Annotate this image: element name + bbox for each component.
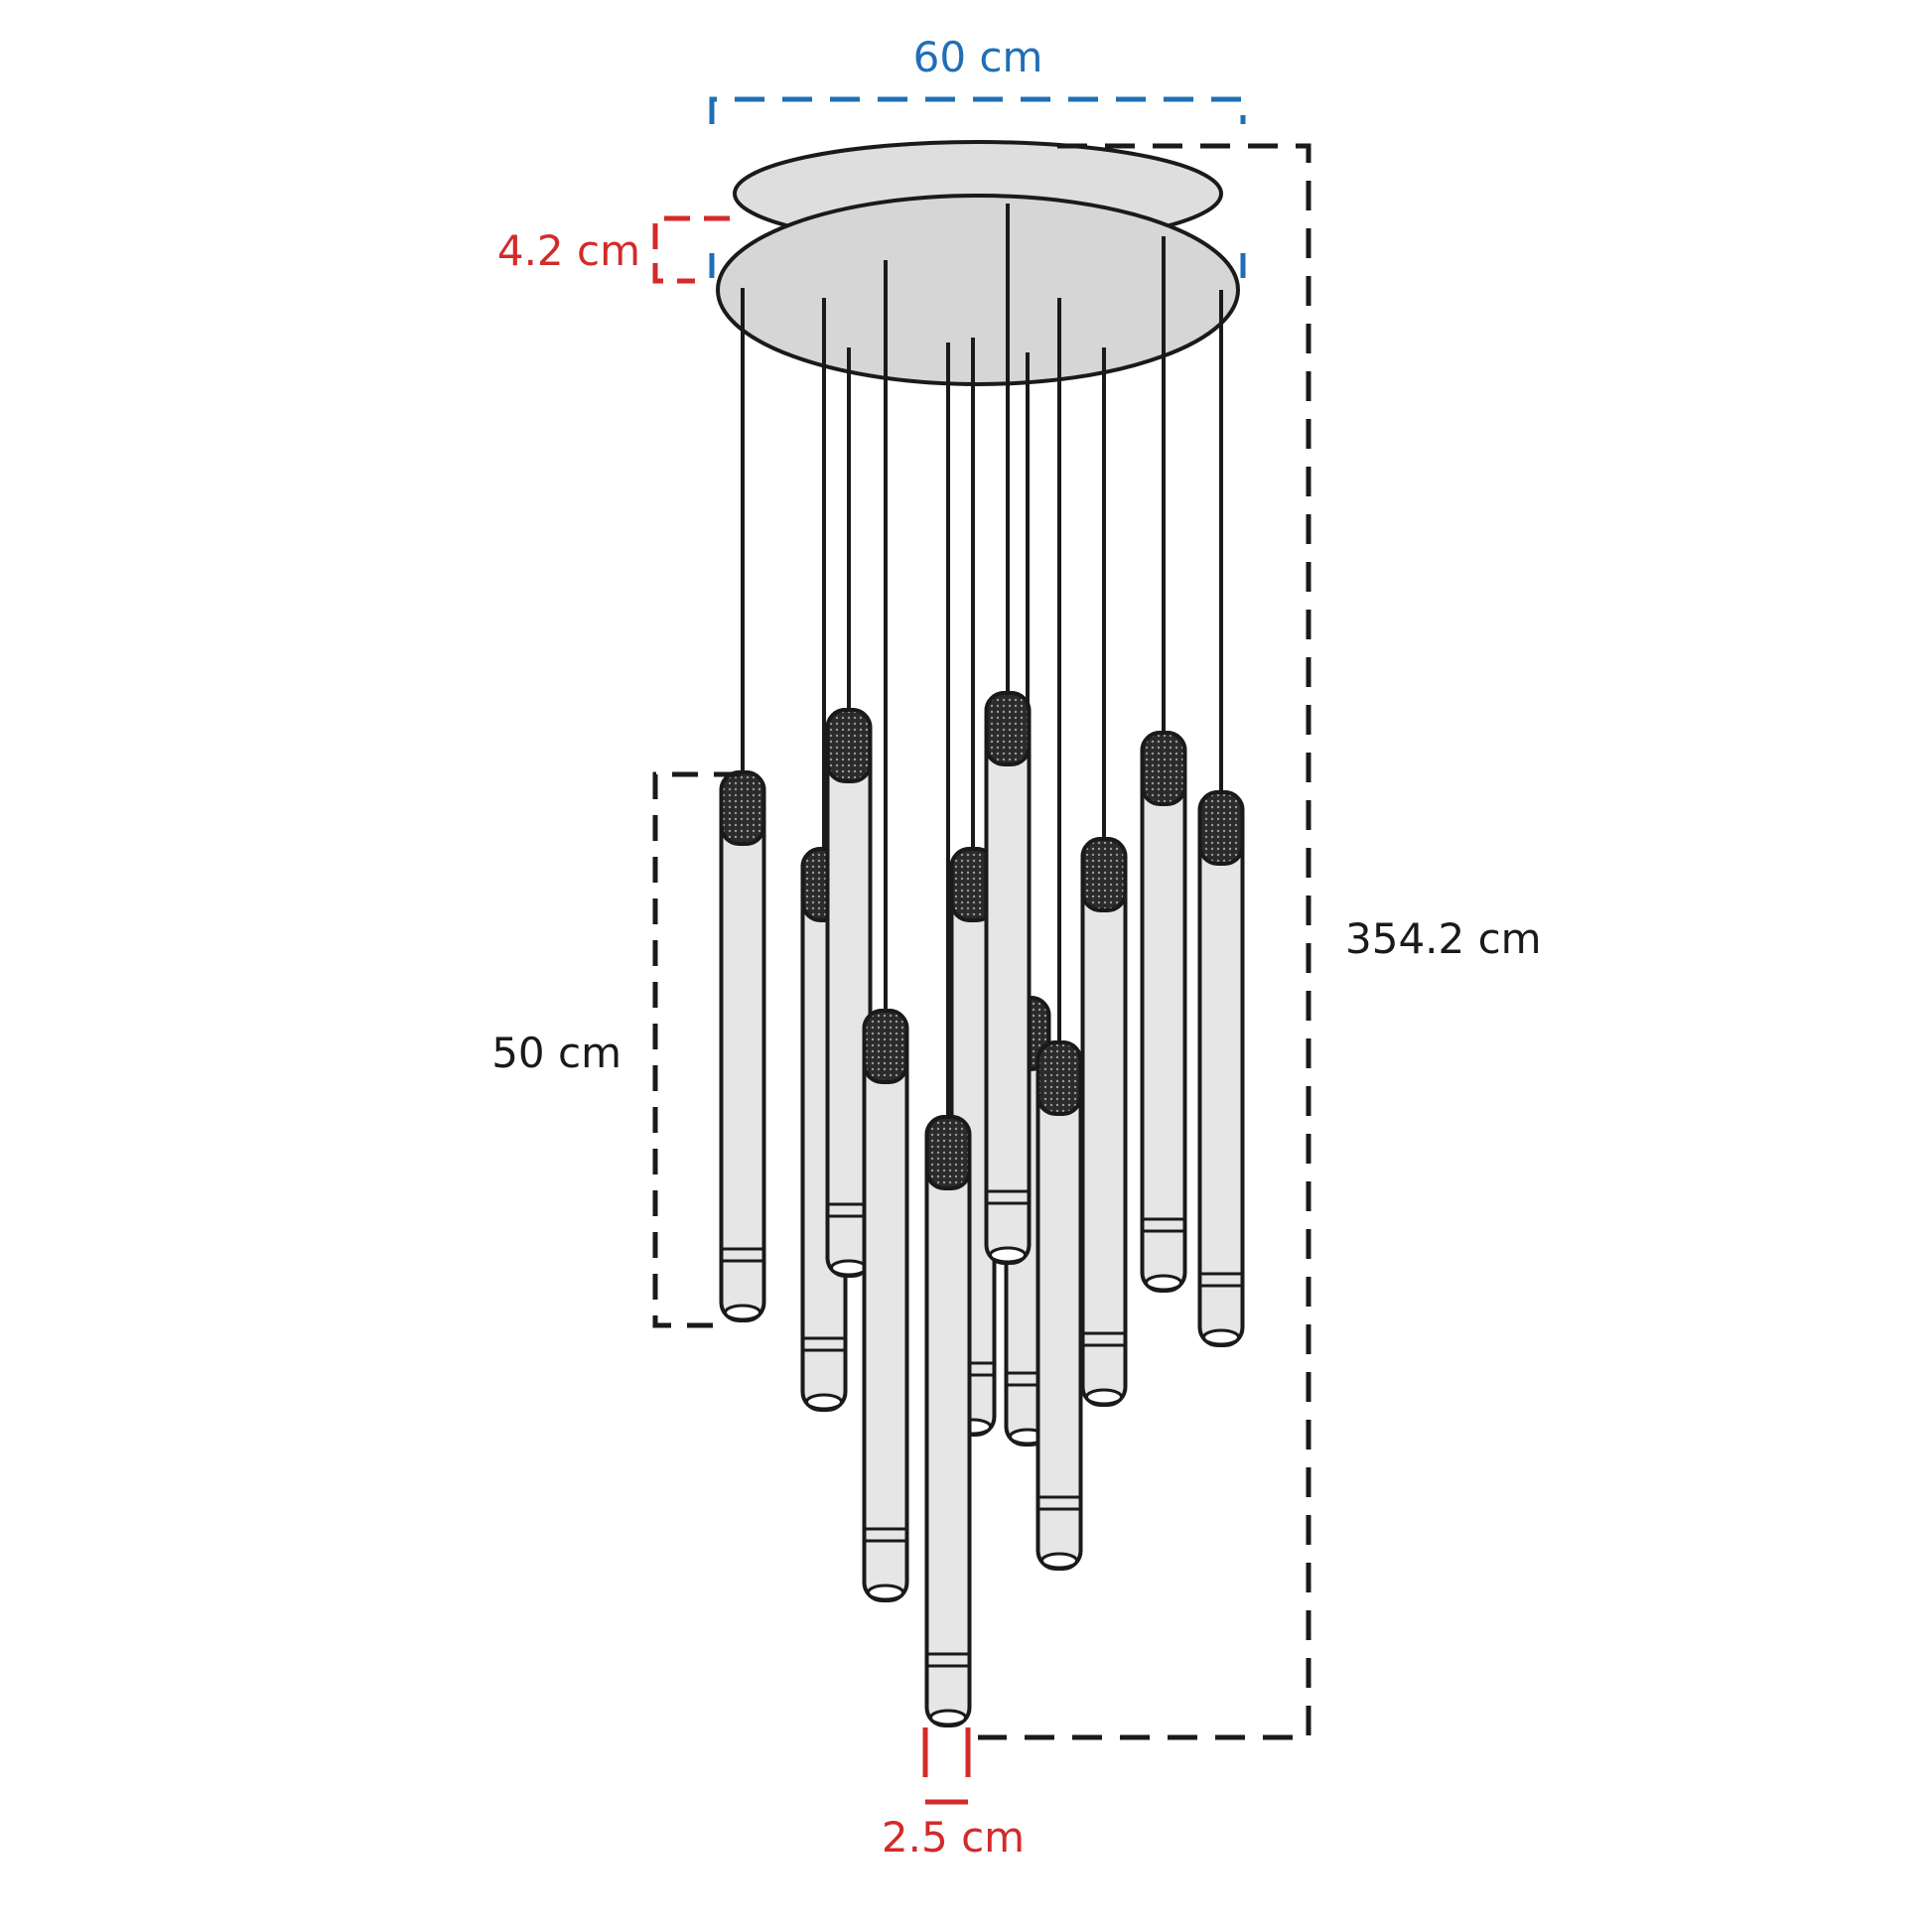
mesh-cap (862, 1009, 909, 1084)
total-height-dimension: 354.2 cm (978, 143, 1542, 1740)
tube-body (1140, 731, 1187, 1293)
pendant-tube (1080, 347, 1128, 1407)
tube-body (924, 1115, 972, 1727)
pendant-length-label: 50 cm (491, 1029, 621, 1077)
tube-lens (1040, 1552, 1078, 1570)
tube-lens (1202, 1328, 1240, 1346)
mesh-cap (1035, 1040, 1083, 1116)
mesh-cap (984, 691, 1032, 766)
tube-body (1197, 790, 1245, 1347)
mesh-cap (1080, 837, 1128, 912)
pendant-diameter-dimension: 2.5 cm (882, 1727, 1025, 1862)
tube-lens (929, 1709, 967, 1726)
pendant-tube (719, 288, 766, 1322)
tube-body (719, 770, 766, 1322)
pendant-tube (984, 204, 1032, 1265)
total-height-label: 354.2 cm (1345, 914, 1542, 963)
canopy-height-label: 4.2 cm (497, 226, 640, 275)
mesh-cap (924, 1115, 972, 1190)
tube-lens (989, 1246, 1027, 1264)
tube-body (1080, 837, 1128, 1407)
tube-lens (805, 1393, 843, 1411)
tube-body (1035, 1040, 1083, 1571)
tube-body (984, 691, 1032, 1265)
pendant-group (719, 204, 1245, 1727)
tube-lens (1145, 1274, 1182, 1292)
pendant-diameter-label: 2.5 cm (882, 1813, 1025, 1862)
pendant-length-dimension: 50 cm (491, 771, 740, 1328)
mesh-cap (1140, 731, 1187, 806)
pendant-tube (924, 343, 972, 1727)
canopy-diameter-label: 60 cm (913, 33, 1043, 81)
tube-body (862, 1009, 909, 1602)
pendant-tube (1035, 298, 1083, 1571)
pendant-tube (1197, 290, 1245, 1347)
pendant-tube (1140, 236, 1187, 1293)
mesh-cap (1197, 790, 1245, 866)
canopy-diameter-dimension: 60 cm (709, 33, 1246, 278)
mesh-cap (825, 708, 873, 783)
tube-lens (1085, 1388, 1123, 1406)
tube-lens (830, 1259, 868, 1277)
canopy (716, 140, 1240, 386)
pendant-tube (862, 260, 909, 1602)
tube-lens (867, 1584, 904, 1601)
mesh-cap (719, 770, 766, 846)
canopy-height-dimension: 4.2 cm (497, 215, 730, 284)
tube-lens (724, 1304, 761, 1321)
